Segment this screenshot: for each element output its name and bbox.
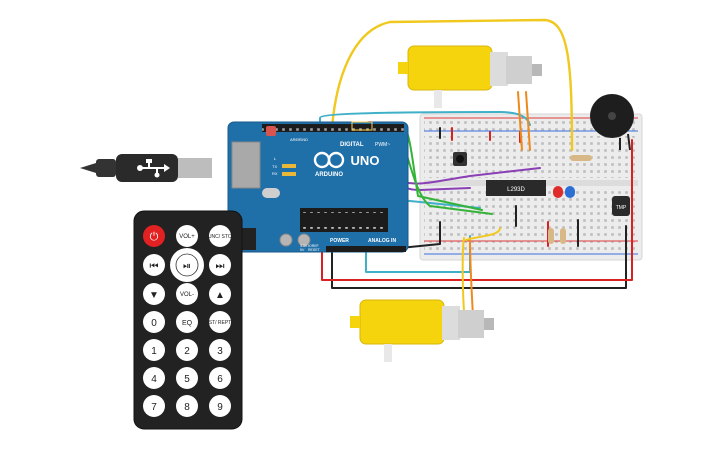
remote-5-button[interactable] bbox=[176, 367, 198, 389]
gnd-label: GND bbox=[299, 137, 308, 142]
temperature-sensor-label: TMP bbox=[616, 205, 627, 211]
remote-6-button[interactable] bbox=[209, 367, 231, 389]
wire-yellow-short bbox=[465, 227, 501, 241]
wire-orange-motor1-b bbox=[525, 91, 531, 151]
down-arrow-icon: ▼ bbox=[149, 290, 159, 301]
power-header-label: POWER bbox=[330, 238, 349, 244]
remote-down-button[interactable] bbox=[143, 283, 165, 305]
vol-down-label: VOL- bbox=[180, 292, 194, 298]
usb-port bbox=[231, 141, 261, 189]
remote-play-pause-button[interactable] bbox=[175, 253, 199, 277]
remote-up-button[interactable] bbox=[209, 283, 231, 305]
remote-eq-button[interactable] bbox=[176, 311, 198, 333]
remote-vol-up-button[interactable] bbox=[176, 225, 198, 247]
remote-vol-down-button[interactable] bbox=[176, 283, 198, 305]
arduino-uno-board: ARDUINO UNO DIGITAL PWM~ POWER ANALOG IN… bbox=[227, 121, 409, 253]
eq-label: EQ bbox=[182, 320, 193, 327]
prev-icon: ⏮ bbox=[150, 261, 159, 272]
power-icon: ⏻ bbox=[150, 231, 159, 243]
remote-2-button[interactable] bbox=[176, 339, 198, 361]
remote-prev-button[interactable] bbox=[143, 254, 165, 276]
pin-5v-label: 5V bbox=[300, 248, 305, 252]
remote-st-rept-button[interactable] bbox=[209, 311, 231, 333]
wire-black-mid bbox=[399, 221, 441, 249]
remote-9-button[interactable] bbox=[209, 395, 231, 417]
wire-orange-motor1-a bbox=[517, 91, 523, 151]
breadboard-components: L293D TMP bbox=[453, 94, 634, 244]
breadboard bbox=[419, 113, 643, 261]
button-7-label: 7 bbox=[151, 402, 157, 413]
remote-3-button[interactable] bbox=[209, 339, 231, 361]
pwm-header-label: PWM~ bbox=[375, 142, 390, 148]
aref-label: AREF bbox=[290, 137, 301, 142]
remote-8-button[interactable] bbox=[176, 395, 198, 417]
remote-1-button[interactable] bbox=[143, 339, 165, 361]
func-stop-label: FUNC/ STOP bbox=[205, 234, 236, 240]
led-red bbox=[553, 186, 563, 198]
button-2-label: 2 bbox=[184, 346, 190, 357]
resistor-bottom-1 bbox=[548, 228, 554, 244]
usb-cable bbox=[80, 154, 212, 182]
remote-0-button[interactable] bbox=[143, 311, 165, 333]
button-9-label: 9 bbox=[217, 402, 223, 413]
ir-remote: ⏻ VOL+ FUNC/ STOP ⏮ ⏯ ⏭ ▼ VOL- ▲ 0 EQ ST… bbox=[133, 210, 243, 430]
ioref-label: IOREF bbox=[308, 244, 319, 248]
led-blue bbox=[565, 186, 575, 198]
st-rept-label: ST/ REPT bbox=[209, 320, 232, 326]
button-0-label: 0 bbox=[151, 318, 157, 329]
reset-button[interactable] bbox=[266, 126, 276, 136]
button-6-label: 6 bbox=[217, 374, 223, 385]
wire-red-5v-bottom bbox=[321, 139, 633, 281]
dc-motor-bottom bbox=[350, 299, 494, 362]
button-8-label: 8 bbox=[184, 402, 190, 413]
rx-led-label: RX bbox=[272, 171, 278, 176]
dc-motor-top bbox=[398, 45, 542, 108]
button-4-label: 4 bbox=[151, 374, 157, 385]
l-led-label: L bbox=[274, 156, 277, 161]
resistor-bottom-2 bbox=[560, 228, 566, 244]
tx-led-label: TX bbox=[272, 164, 277, 169]
pin-3v3-label: 3.3V bbox=[300, 244, 308, 248]
arduino-model-label: UNO bbox=[351, 153, 380, 168]
resistor-top bbox=[570, 155, 592, 161]
remote-4-button[interactable] bbox=[143, 367, 165, 389]
wire-black-gnd-bottom bbox=[331, 225, 627, 289]
reset-pin-label: RESET bbox=[308, 248, 321, 252]
wire-yellow-top bbox=[330, 18, 574, 152]
motor-driver-chip bbox=[486, 180, 546, 196]
next-icon: ⏭ bbox=[216, 261, 225, 272]
arduino-infinity-logo bbox=[313, 151, 345, 169]
temperature-sensor bbox=[612, 196, 630, 216]
analog-header-label: ANALOG IN bbox=[368, 238, 396, 244]
arduino-brand-label: ARDUINO bbox=[315, 172, 343, 178]
button-1-label: 1 bbox=[151, 346, 157, 357]
remote-7-button[interactable] bbox=[143, 395, 165, 417]
remote-func-stop-button[interactable] bbox=[209, 225, 231, 247]
digital-header-label: DIGITAL bbox=[340, 142, 364, 148]
up-arrow-icon: ▲ bbox=[215, 290, 225, 301]
button-5-label: 5 bbox=[184, 374, 190, 385]
motor-driver-chip-label: L293D bbox=[507, 187, 525, 193]
vol-up-label: VOL+ bbox=[179, 234, 195, 240]
remote-next-button[interactable] bbox=[209, 254, 231, 276]
play-pause-icon: ⏯ bbox=[183, 261, 191, 272]
usb-icon bbox=[137, 159, 170, 178]
wire-cyan-1 bbox=[319, 111, 531, 129]
remote-power-button[interactable] bbox=[143, 225, 165, 247]
button-3-label: 3 bbox=[217, 346, 223, 357]
